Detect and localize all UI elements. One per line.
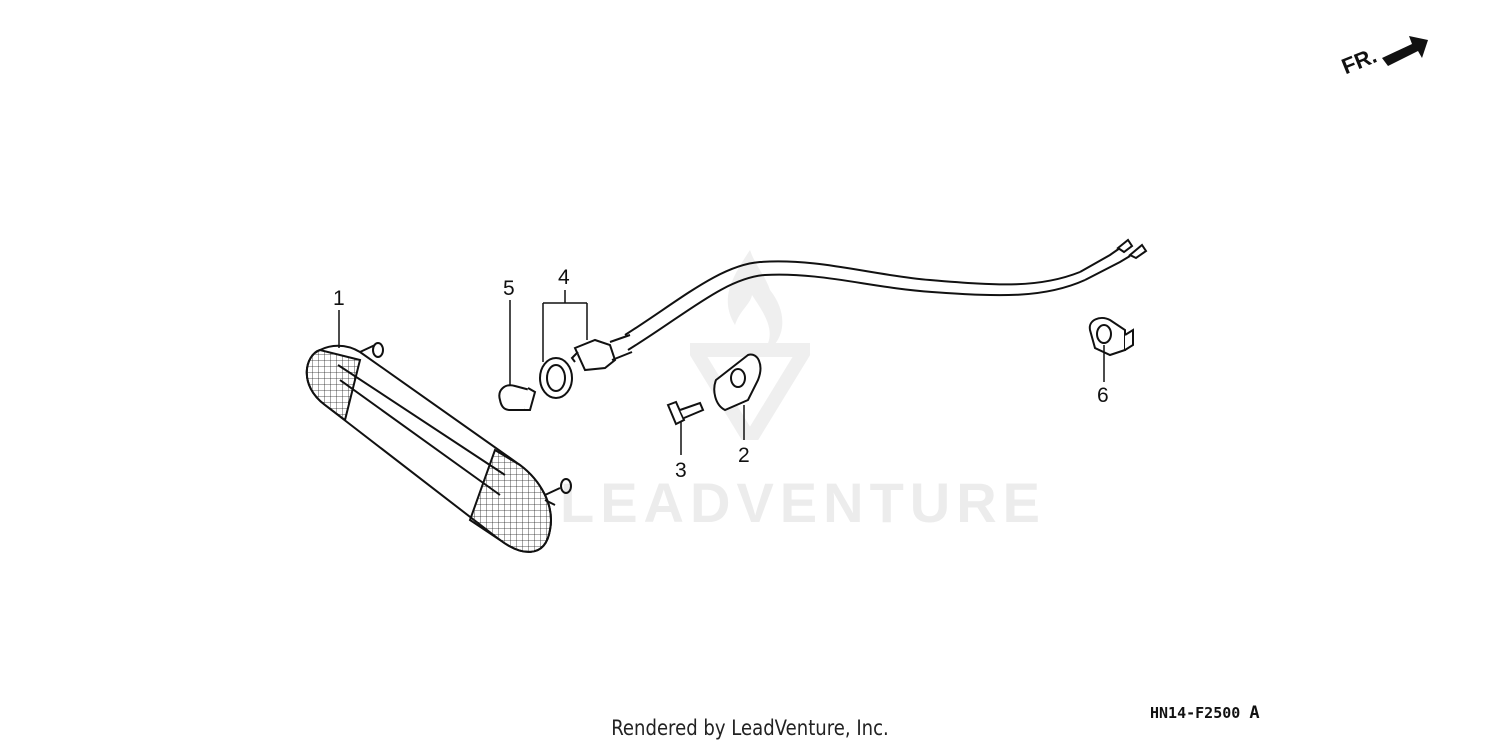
callout-1[interactable]: 1 [333,287,345,310]
bulb [498,384,537,411]
tail-light-lens [305,342,572,553]
callout-3[interactable]: 3 [675,459,687,482]
wire-clamp [1088,317,1134,357]
footer-credit: Rendered by LeadVenture, Inc. [611,716,889,740]
wire-harness [624,238,1148,351]
socket-assembly [539,334,633,399]
watermark-text: LEADVENTURE [560,471,1047,534]
direction-arrow-icon [1382,36,1428,66]
callout-5[interactable]: 5 [503,277,515,300]
clip [713,353,762,412]
leader-lines [338,290,1105,455]
screw [666,400,705,426]
diagram-code-main: HN14-F2500 [1150,704,1241,722]
callout-6[interactable]: 6 [1097,384,1109,407]
diagram-code: HN14-F2500 A [1150,703,1260,723]
callout-4[interactable]: 4 [558,266,570,289]
callout-2[interactable]: 2 [738,444,750,467]
diagram-code-suffix: A [1249,703,1260,723]
